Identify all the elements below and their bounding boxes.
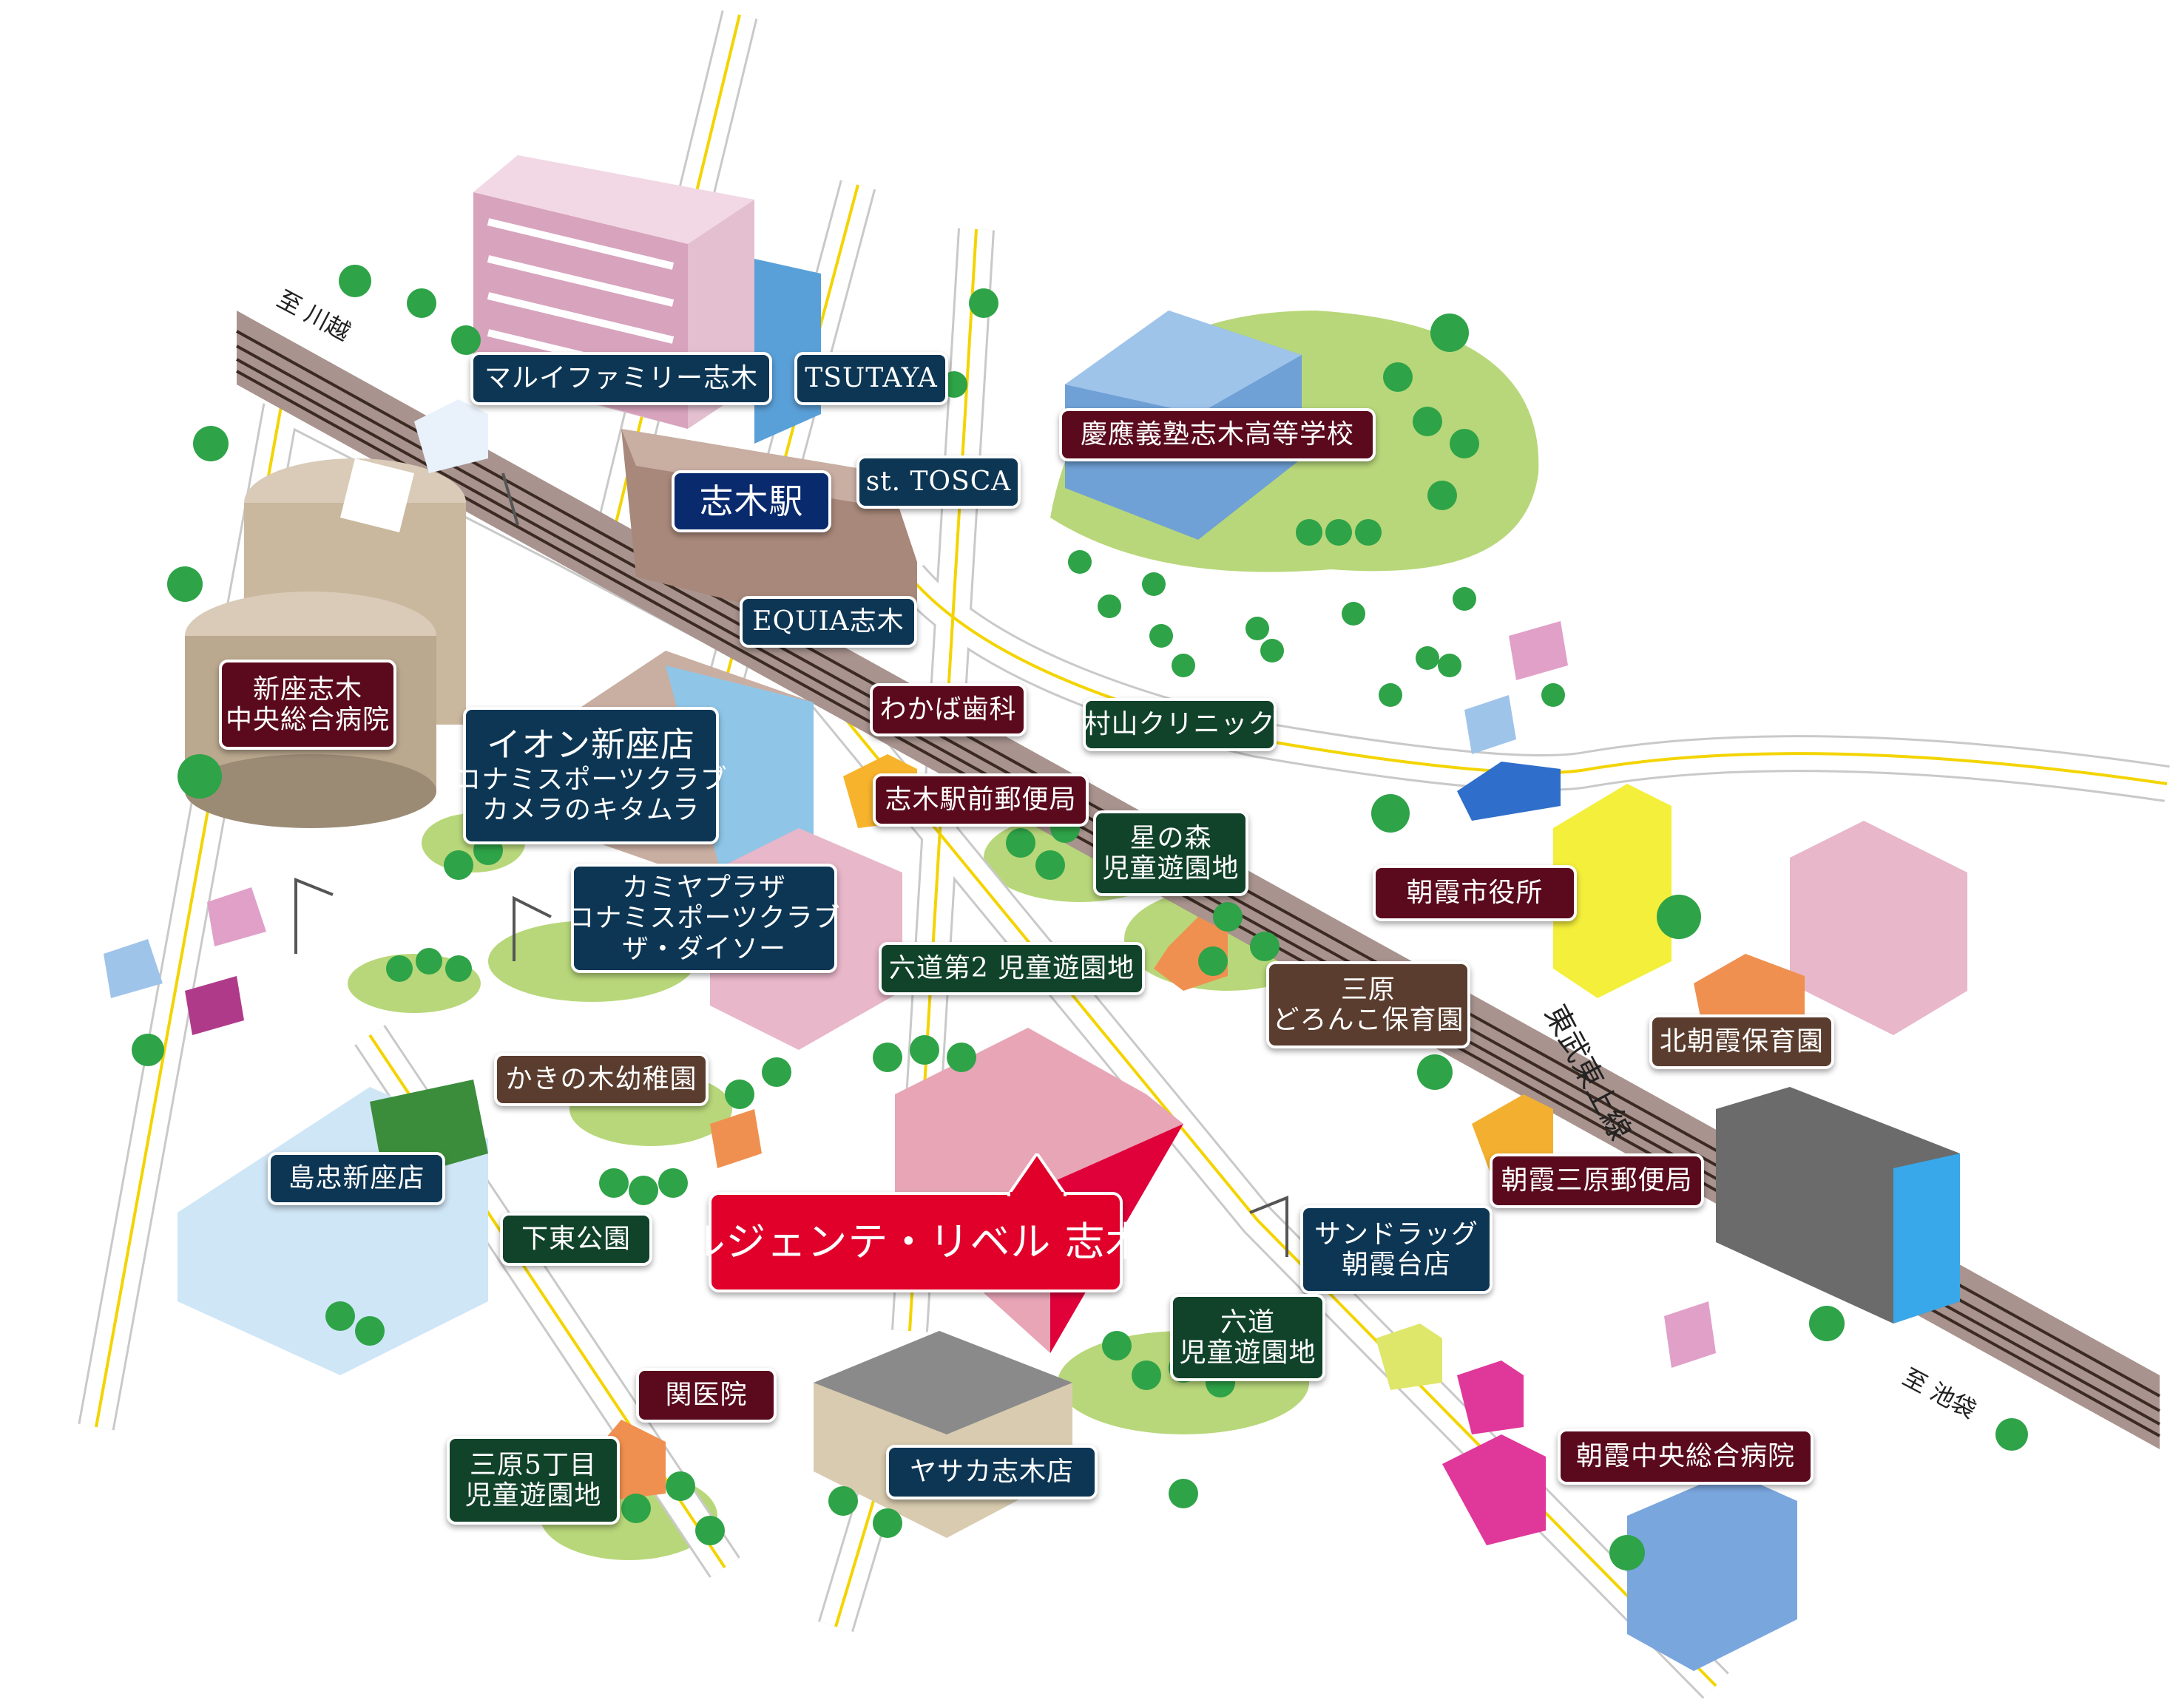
label-keio[interactable]: 慶應義塾志木高等学校 [1059, 408, 1376, 461]
label-seki-clinic[interactable]: 関医院 [636, 1368, 777, 1423]
label-property-lujente-liber-shiki[interactable]: ルジェンテ・リベル 志木 [685, 1192, 1146, 1292]
label-equia[interactable]: EQUIA志木 [740, 596, 917, 648]
label-marui[interactable]: マルイファミリー志木 [470, 352, 772, 405]
label-yasaka[interactable]: ヤサカ志木店 [886, 1445, 1098, 1499]
label-tsutaya[interactable]: TSUTAYA [794, 352, 948, 405]
label-mihara-nursery[interactable]: 三原どろんこ保育園 [1266, 961, 1470, 1048]
label-aeon[interactable]: イオン新座店コナミスポーツクラブカメラのキタムラ [454, 707, 727, 844]
label-wakaba[interactable]: わかば歯科 [870, 683, 1027, 736]
label-kakinoki[interactable]: かきの木幼稚園 [494, 1053, 709, 1106]
label-kitaasaka-nursery[interactable]: 北朝霞保育園 [1649, 1014, 1834, 1069]
label-murayama[interactable]: 村山クリニック [1083, 698, 1277, 751]
label-asaka-city-hall[interactable]: 朝霞市役所 [1373, 865, 1577, 921]
label-hoshinomori[interactable]: 星の森児童遊園地 [1093, 810, 1248, 896]
property-pointer-icon [1007, 1153, 1067, 1196]
label-shiki-station[interactable]: 志木駅 [672, 470, 831, 532]
label-rokudo[interactable]: 六道児童遊園地 [1170, 1294, 1325, 1381]
label-niiza-hospital[interactable]: 新座志木中央総合病院 [219, 660, 396, 750]
label-st-tosca[interactable]: st. TOSCA [856, 455, 1021, 509]
label-shimohigashi[interactable]: 下東公園 [500, 1213, 652, 1266]
label-mihara5[interactable]: 三原5丁目児童遊園地 [447, 1436, 620, 1525]
label-shimachu[interactable]: 島忠新座店 [268, 1152, 445, 1205]
label-mihara-post[interactable]: 朝霞三原郵便局 [1490, 1153, 1704, 1208]
label-post-station[interactable]: 志木駅前郵便局 [873, 773, 1089, 827]
label-sundrug[interactable]: サンドラッグ朝霞台店 [1300, 1205, 1493, 1294]
traffic-signals [294, 472, 1288, 1257]
label-rokudo2[interactable]: 六道第2 児童遊園地 [879, 942, 1145, 995]
label-kamiya[interactable]: カミヤプラザコナミスポーツクラブザ・ダイソー [567, 864, 840, 973]
label-asaka-hospital[interactable]: 朝霞中央総合病院 [1558, 1429, 1814, 1485]
